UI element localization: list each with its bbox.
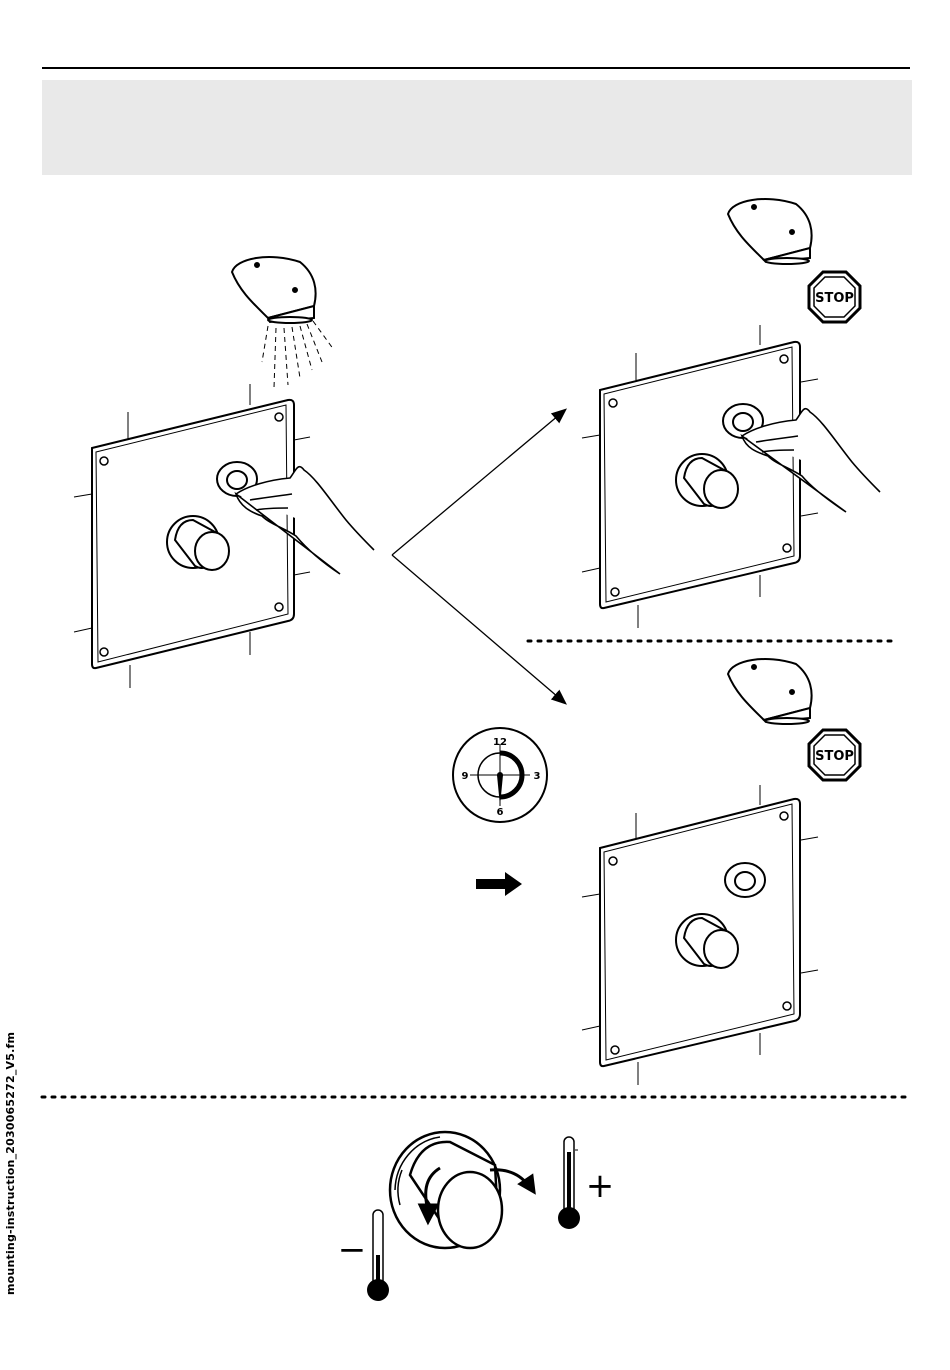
clock-dial-icon: 12 3 6 9 — [453, 728, 547, 822]
minus-sign: − — [338, 1230, 367, 1270]
dial-12: 12 — [493, 737, 507, 748]
shower-head-icon — [728, 199, 812, 264]
stop-sign-icon: STOP — [809, 730, 860, 780]
wall-panel-icon — [582, 785, 818, 1085]
dial-6: 6 — [497, 807, 504, 818]
footer-filename: mounting-instruction_2030065272_V5.fm — [4, 1275, 304, 1295]
water-spray-icon — [262, 321, 334, 388]
dial-3: 3 — [534, 771, 541, 782]
thermometer-icon — [558, 1137, 580, 1229]
plus-sign: + — [586, 1166, 615, 1206]
wall-panel-icon — [74, 384, 310, 688]
branch-arrows — [392, 410, 565, 703]
shower-head-icon — [232, 257, 316, 323]
stop-label: STOP — [815, 749, 854, 764]
shower-head-icon — [728, 659, 812, 724]
dial-9: 9 — [462, 771, 469, 782]
wall-panel-icon — [582, 325, 818, 628]
thermometer-icon — [367, 1210, 389, 1301]
stop-sign-icon: STOP — [809, 272, 860, 322]
stop-label: STOP — [815, 291, 854, 306]
mixer-knob-icon — [390, 1132, 502, 1248]
right-arrow-icon — [476, 872, 522, 896]
